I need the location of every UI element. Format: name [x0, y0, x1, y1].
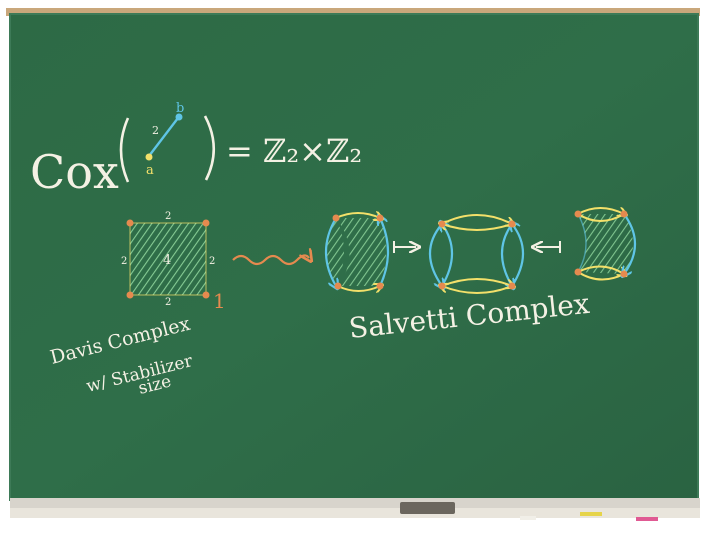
- salvetti-one-skeleton: [429, 214, 524, 294]
- eraser: [400, 502, 455, 514]
- stabilizer-size-label: 1: [213, 289, 226, 313]
- coxeter-edge: [148, 117, 179, 157]
- chalk-piece-pink: [636, 517, 658, 521]
- cox-label: Cox: [30, 145, 119, 199]
- davis-square-fill: [130, 223, 206, 295]
- vertex-b-label: b: [176, 101, 184, 116]
- left-paren: [119, 117, 130, 183]
- square-edge-label-left: 2: [121, 256, 127, 267]
- squiggle-arrow: [232, 255, 309, 266]
- square-center-label: 4: [163, 253, 171, 268]
- square-edge-label-right: 2: [209, 256, 215, 267]
- davis-vertex: [202, 291, 210, 299]
- chalk-piece-white: [520, 516, 536, 520]
- square-edge-label-top: 2: [165, 211, 171, 222]
- right-paren: [203, 115, 216, 181]
- salvetti-cell-left-fill: [327, 218, 344, 286]
- chalk-piece-yellow: [580, 512, 602, 516]
- chalk-tray: [10, 498, 700, 510]
- salvetti-edge: [325, 217, 336, 286]
- vertex-a-dot: [145, 153, 153, 161]
- vertex-a-label: a: [146, 163, 154, 178]
- salvetti-cell-right-fill: [578, 214, 633, 274]
- vertex-b-dot: [175, 113, 183, 121]
- davis-vertex: [126, 219, 134, 227]
- davis-vertex: [126, 291, 134, 299]
- davis-vertex: [202, 219, 210, 227]
- square-edge-label-bottom: 2: [165, 297, 171, 308]
- top-frame: [6, 8, 700, 16]
- cox-result: = ℤ₂×ℤ₂: [226, 132, 362, 170]
- edge-label: 2: [152, 124, 159, 137]
